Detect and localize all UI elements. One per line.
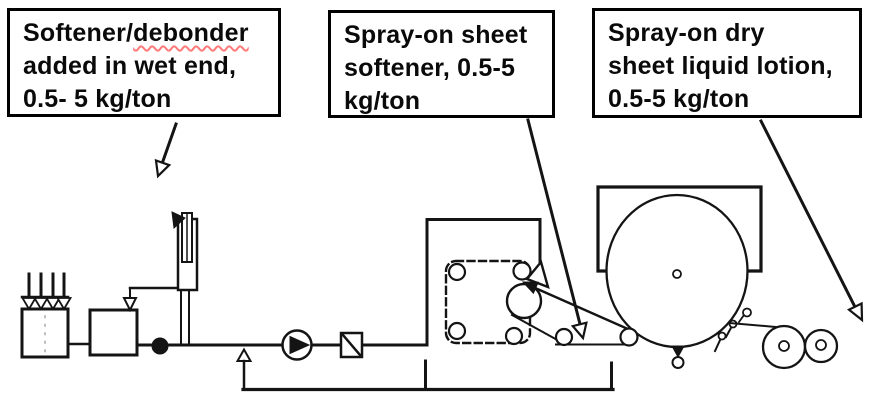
- callout-sheet-softener-line2: softener, 0.5-5: [344, 54, 516, 82]
- forming-roll: [447, 262, 467, 282]
- forming-roll: [512, 261, 532, 281]
- callout-wet-end-line1-prefix: Softener/: [23, 19, 134, 47]
- fan-pump: [281, 329, 313, 361]
- callout-wet-end-softener: Softener/debonder added in wet end, 0.5-…: [7, 8, 281, 117]
- web-path-arrow: [521, 281, 639, 335]
- cylinder-axle-icon: [672, 269, 682, 279]
- dosing-arrow-icon: [171, 211, 186, 230]
- arrowhead-icon: [846, 301, 864, 323]
- return-valve-icon: [235, 347, 253, 362]
- forming-section: [425, 218, 639, 347]
- screen-filter: [339, 331, 364, 359]
- callout-dry-lotion-line1: Spray-on dry: [608, 19, 765, 47]
- pump-impeller-icon: [289, 335, 311, 355]
- yankee-hood: [596, 185, 763, 273]
- yankee-dryer-section: [596, 185, 778, 369]
- arrowhead-icon: [154, 158, 172, 179]
- dosing-valve-icon: [122, 297, 138, 313]
- headbox-frame: [425, 218, 542, 346]
- creping-doctor: [671, 345, 685, 369]
- web-to-reel: [727, 321, 778, 329]
- reel-section: [761, 324, 839, 370]
- chemical-feed-arrows: [20, 272, 73, 311]
- chemical-dosing-unit: [171, 211, 199, 345]
- callout-sheet-softener-line1: Spray-on sheet: [344, 21, 528, 49]
- callout-dry-lotion-line2: sheet liquid lotion,: [608, 52, 833, 80]
- arrowhead-icon: [521, 281, 539, 295]
- paper-reel-axle-icon: [815, 339, 827, 351]
- callout-dry-lotion: Spray-on dry sheet liquid lotion, 0.5-5 …: [592, 8, 862, 118]
- callout-wet-end-line3: 0.5- 5 kg/ton: [23, 85, 172, 113]
- reel-drum-axle-icon: [778, 340, 790, 352]
- callout-dry-lotion-line3: 0.5-5 kg/ton: [608, 85, 750, 113]
- guide-roll: [554, 327, 574, 347]
- callout-wet-end-line2: added in wet end,: [23, 52, 237, 80]
- pressure-roll: [619, 327, 639, 347]
- white-water-return-line: [235, 347, 615, 392]
- leader-arrow-wet-end: [154, 122, 178, 179]
- wet-end-section: [20, 211, 429, 359]
- leader-arrow-dry-lotion: [758, 118, 864, 323]
- callout-wet-end-misspelled-word: debonder: [133, 19, 249, 47]
- callout-sheet-softener-line3: kg/ton: [344, 87, 421, 115]
- callout-sheet-softener: Spray-on sheet softener, 0.5-5 kg/ton: [328, 10, 555, 118]
- leader-arrow-sheet-softener: [526, 118, 588, 341]
- forming-roll: [504, 326, 524, 346]
- mixing-chest: [88, 308, 139, 357]
- forming-roll: [447, 321, 467, 341]
- doctor-blades: [713, 307, 752, 353]
- arrowhead-icon: [570, 321, 588, 341]
